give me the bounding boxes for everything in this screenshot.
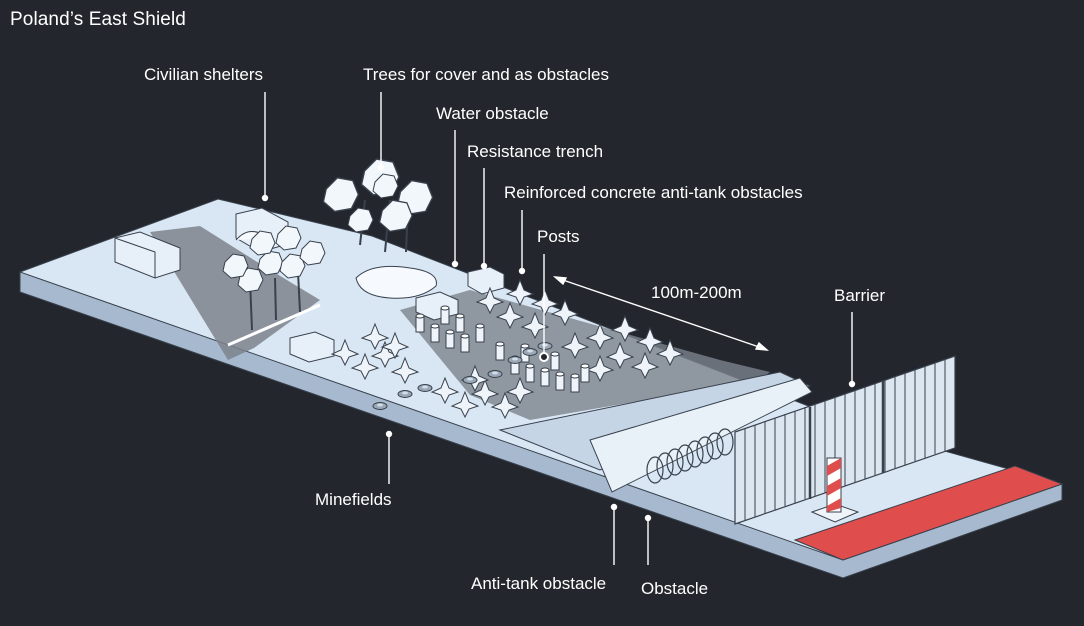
trench-band — [400, 290, 770, 420]
label-distance: 100m-200m — [651, 283, 742, 302]
berm — [589, 377, 813, 493]
label-trees: Trees for cover and as obstacles — [363, 65, 609, 84]
concertina-wire — [646, 428, 734, 484]
civilian-shelter-box — [114, 231, 181, 279]
tree-group-left — [222, 225, 326, 331]
label-posts: Posts — [537, 227, 580, 246]
label-concrete-obstacles: Reinforced concrete anti-tank obstacles — [504, 183, 803, 202]
label-anti-tank-obstacle: Anti-tank obstacle — [471, 574, 607, 593]
label-minefields: Minefields — [315, 490, 392, 509]
label-resistance-trench: Resistance trench — [467, 142, 604, 161]
border-fence — [734, 355, 956, 525]
leader-lines — [261, 92, 856, 565]
diagram-title: Poland’s East Shield — [10, 9, 186, 30]
tree-group-right — [322, 158, 434, 253]
label-obstacle: Obstacle — [641, 579, 709, 598]
water-obstacle — [355, 265, 437, 299]
border-post — [810, 457, 860, 523]
patrol-road — [150, 226, 320, 360]
shelter-center — [467, 266, 505, 295]
shelter-in-field — [289, 331, 335, 363]
label-civilian-shelters: Civilian shelters — [144, 65, 264, 84]
label-barrier: Barrier — [834, 286, 886, 305]
label-water-obstacle: Water obstacle — [436, 104, 549, 123]
road-edge-line — [227, 303, 321, 347]
border-strip — [793, 465, 1064, 561]
distance-arrow — [552, 276, 770, 351]
